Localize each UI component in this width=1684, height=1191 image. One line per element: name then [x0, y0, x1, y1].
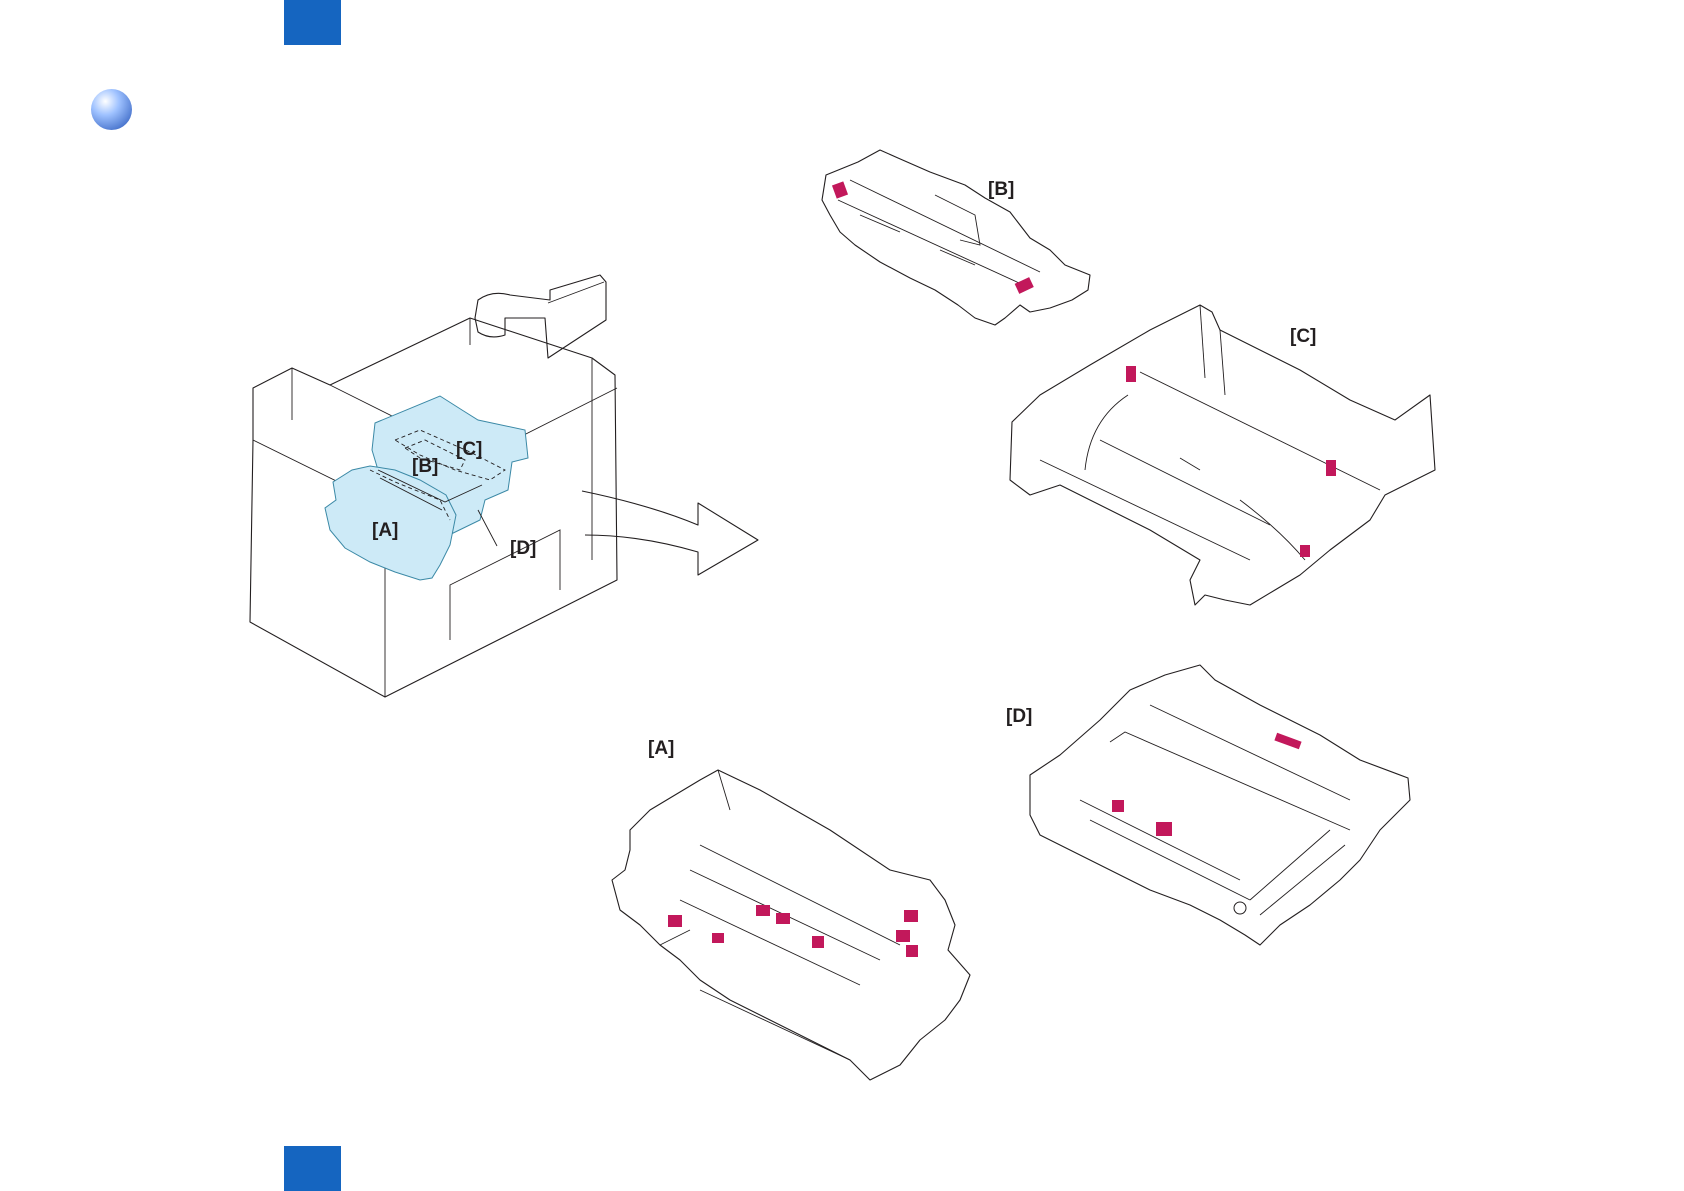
- detail-c-part-1: [1126, 366, 1136, 382]
- detail-a-part-8: [906, 945, 918, 957]
- detail-c-part-3: [1300, 545, 1310, 557]
- detail-d-part-1: [1274, 733, 1301, 749]
- detail-d-label: [D]: [1006, 706, 1032, 727]
- overview-label-b: [B]: [412, 456, 438, 477]
- detail-d-part-2: [1112, 800, 1124, 812]
- detail-b-label: [B]: [988, 179, 1014, 200]
- detail-a-part-2: [712, 933, 724, 943]
- detail-d-part-3: [1156, 822, 1172, 836]
- overview-label-d: [D]: [510, 538, 536, 559]
- right-arrow-icon: [582, 491, 758, 575]
- detail-a-part-7: [896, 930, 910, 942]
- detail-a-label: [A]: [648, 738, 674, 759]
- detail-a-part-1: [668, 915, 682, 927]
- detail-a-part-6: [904, 910, 918, 922]
- detail-d-gear: [1234, 902, 1246, 914]
- detail-c-label: [C]: [1290, 326, 1316, 347]
- detail-unit-a: [A]: [612, 738, 970, 1080]
- detail-unit-b: [B]: [822, 150, 1090, 325]
- overview-label-a: [A]: [372, 520, 398, 541]
- detail-unit-c: [C]: [1010, 305, 1435, 605]
- detail-b-part-left: [832, 181, 848, 198]
- detail-c-part-2: [1326, 460, 1336, 476]
- detail-a-part-4: [776, 913, 790, 924]
- machine-overview: [C] [B] [A] [D]: [250, 275, 617, 697]
- overview-label-c: [C]: [456, 439, 482, 460]
- detail-b-part-right: [1015, 277, 1034, 294]
- detail-a-part-5: [812, 936, 824, 948]
- detail-a-part-3: [756, 905, 770, 916]
- detail-unit-d: [D]: [1006, 665, 1410, 945]
